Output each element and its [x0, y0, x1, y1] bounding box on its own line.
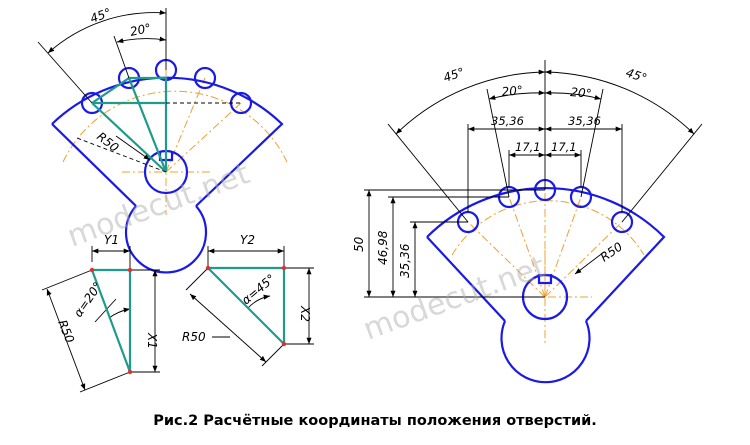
left-radius-label: R50	[94, 129, 122, 155]
right-angle-right-label: 45°	[624, 66, 649, 86]
detail-1-radius-label: R50	[55, 318, 77, 345]
detail-2-alpha-label: α=45°	[239, 271, 278, 307]
figure-caption: Рис.2 Расчётные координаты положения отв…	[153, 413, 597, 429]
detail-1: Y1 X1 α=20° R50	[41, 233, 160, 393]
detail-2: Y2 X2 α=45° R50	[182, 233, 314, 367]
right-step-right-label: 20°	[570, 85, 592, 101]
left-outline	[51, 58, 284, 274]
detail-1-x-label: X1	[145, 332, 159, 349]
right-center-lines	[451, 185, 645, 345]
right-angle-left-label: 45°	[442, 65, 467, 85]
right-h-low-label: 35,36	[398, 243, 412, 278]
right-h-total-label: 50	[352, 236, 366, 252]
right-radius-label: R50	[598, 239, 626, 264]
right-x-inner-left-label: 17,1	[515, 140, 541, 154]
right-x-outer-right-label: 35,36	[568, 114, 601, 128]
watermark-1: modecut.net	[63, 156, 255, 254]
detail-2-x-label: X2	[298, 305, 312, 322]
detail-2-y-label: Y2	[240, 233, 255, 247]
right-dimensions	[364, 60, 703, 298]
left-construction	[91, 76, 168, 173]
left-sector-view: 45° 20° R50	[37, 5, 288, 274]
left-dimensions	[37, 8, 241, 173]
right-outline	[426, 178, 666, 384]
right-sector-view: 45° 45° 20° 20° 35,36 35,36 17,1 17,1 50…	[352, 60, 703, 384]
detail-2-points	[205, 265, 287, 347]
left-angle-total-label: 45°	[88, 5, 113, 25]
detail-1-points	[89, 267, 133, 375]
detail-2-radius-label: R50	[182, 330, 206, 344]
right-step-left-label: 20°	[501, 83, 523, 99]
right-x-inner-right-label: 17,1	[551, 140, 577, 154]
technical-drawing: 45° 20° R50	[37, 5, 703, 393]
detail-1-y-label: Y1	[104, 233, 119, 247]
detail-1-alpha-label: α=20°	[71, 280, 105, 320]
right-h-mid-label: 46,98	[376, 230, 390, 265]
right-x-outer-left-label: 35,36	[491, 114, 524, 128]
left-angle-step-label: 20°	[129, 21, 153, 39]
